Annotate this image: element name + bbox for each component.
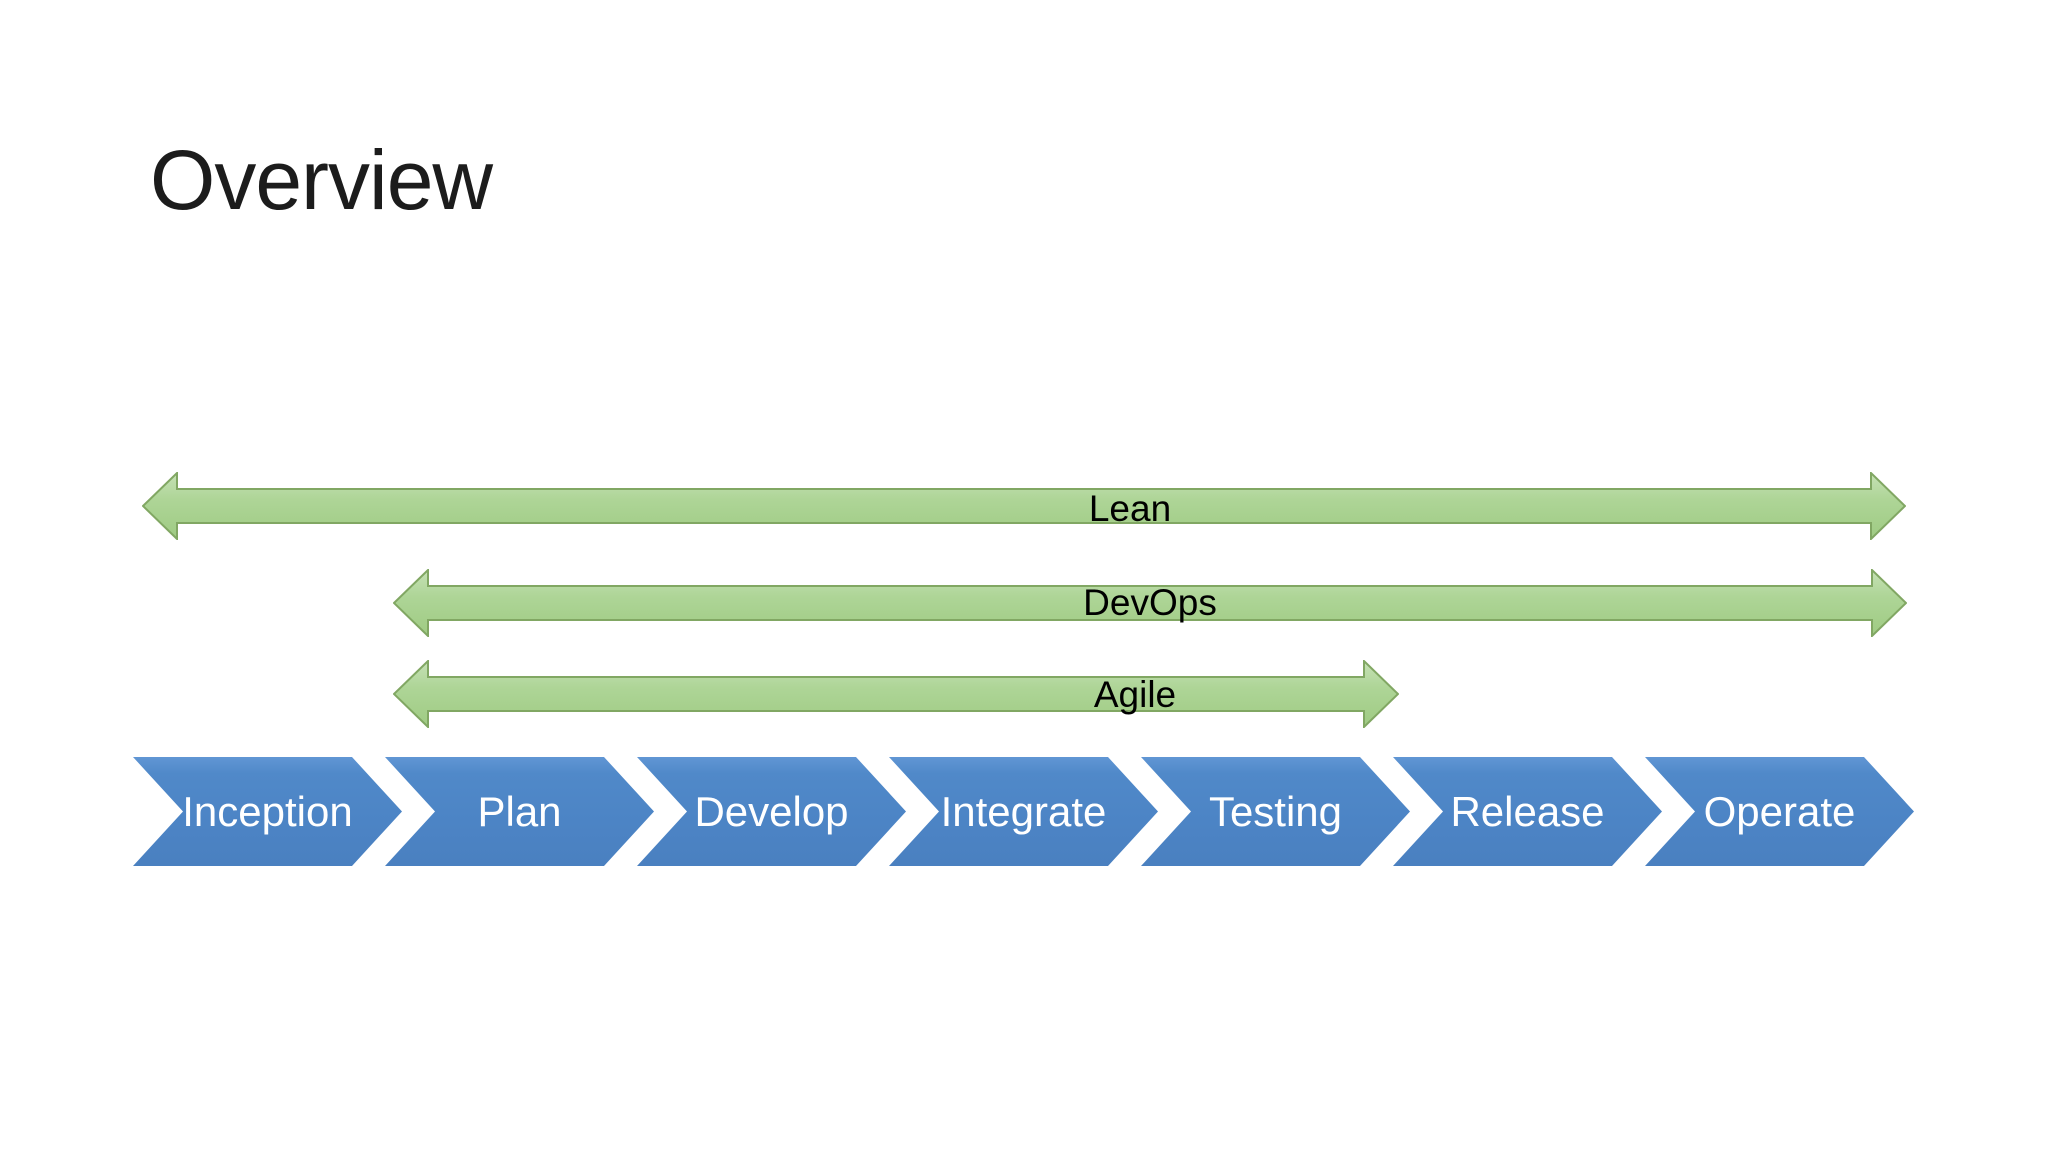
stage-label: Develop — [694, 787, 849, 835]
stage-label: Plan — [477, 787, 562, 835]
stage-label: Operate — [1703, 787, 1856, 835]
stage-chevron-testing: Testing — [1141, 757, 1410, 866]
stage-label: Integrate — [940, 787, 1107, 835]
agile-arrow-shape — [393, 660, 1399, 728]
stage-chevron-plan: Plan — [385, 757, 654, 866]
double-arrow-icon — [393, 569, 1907, 637]
stage-label: Inception — [182, 787, 353, 835]
devops-arrow-shape — [393, 569, 1907, 637]
stage-chevron-release: Release — [1393, 757, 1662, 866]
slide-title: Overview — [150, 133, 493, 227]
stage-chevron-integrate: Integrate — [889, 757, 1158, 866]
lean-label: Lean — [1088, 487, 1172, 529]
stage-chevron-inception: Inception — [133, 757, 402, 866]
lean-arrow-shape — [142, 472, 1906, 540]
stage-chevron-operate: Operate — [1645, 757, 1914, 866]
stage-label: Testing — [1208, 787, 1343, 835]
double-arrow-icon — [142, 472, 1906, 540]
devops-label: DevOps — [1083, 581, 1217, 623]
stage-label: Release — [1450, 787, 1605, 835]
agile-label: Agile — [1093, 673, 1177, 715]
stage-chevron-develop: Develop — [637, 757, 906, 866]
double-arrow-icon — [393, 660, 1399, 728]
